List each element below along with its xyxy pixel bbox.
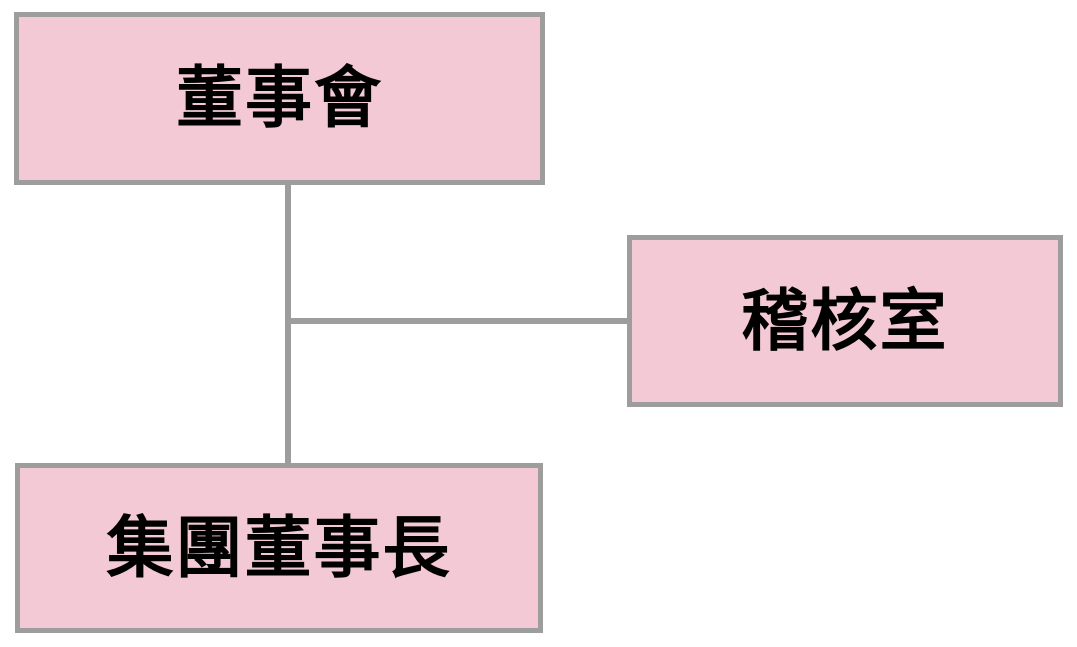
org-node-board-label: 董事會 bbox=[176, 59, 383, 137]
org-node-audit-office: 稽核室 bbox=[627, 235, 1063, 407]
org-node-group-chairman: 集團董事長 bbox=[15, 463, 543, 633]
org-node-group-chairman-label: 集團董事長 bbox=[106, 508, 452, 587]
org-node-audit-office-label: 稽核室 bbox=[741, 281, 949, 360]
connector-board-to-chairman bbox=[285, 183, 291, 466]
connector-branch-to-audit bbox=[288, 318, 630, 324]
org-node-board: 董事會 bbox=[14, 12, 545, 185]
